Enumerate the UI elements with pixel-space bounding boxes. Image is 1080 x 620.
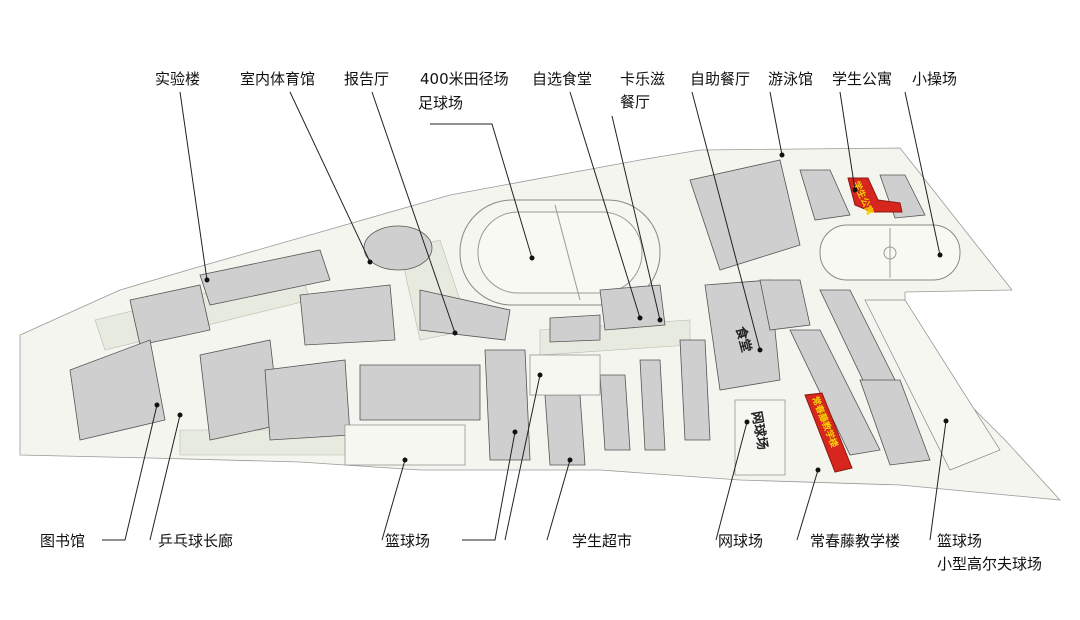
indoor-gym-building — [363, 225, 433, 271]
label-basketball-mid: 篮球场 — [385, 532, 430, 550]
label-track: 400米田径场 — [420, 70, 509, 88]
label-buffet: 自助餐厅 — [690, 70, 750, 88]
label-library: 图书馆 — [40, 532, 85, 550]
leader-lines — [102, 91, 949, 541]
label-lecture-hall: 报告厅 — [344, 70, 389, 88]
label-ivy: 常春藤教学楼 — [810, 532, 900, 550]
label-supermarket: 学生超市 — [572, 532, 632, 550]
label-basketball-right: 篮球场 — [937, 532, 982, 550]
label-minigolf: 小型高尔夫球场 — [937, 555, 1042, 573]
label-indoor-gym: 室内体育馆 — [240, 70, 315, 88]
label-kalezi-1: 卡乐滋 — [620, 70, 665, 88]
label-lab: 实验楼 — [155, 70, 200, 88]
track-field — [459, 199, 661, 306]
label-pingpong: 乒乓球长廊 — [158, 532, 233, 550]
label-pool: 游泳馆 — [768, 70, 813, 88]
map-text-tennis: 网球场 — [748, 410, 771, 451]
small-field — [819, 224, 961, 281]
map-text-canteen: 食堂 — [732, 325, 754, 354]
label-dorm: 学生公寓 — [832, 70, 892, 88]
buildings — [69, 159, 931, 466]
label-football: 足球场 — [418, 94, 463, 112]
label-small-field: 小操场 — [912, 70, 957, 88]
label-tennis: 网球场 — [718, 532, 763, 550]
label-canteen-select: 自选食堂 — [532, 70, 592, 88]
label-kalezi-2: 餐厅 — [620, 93, 650, 111]
